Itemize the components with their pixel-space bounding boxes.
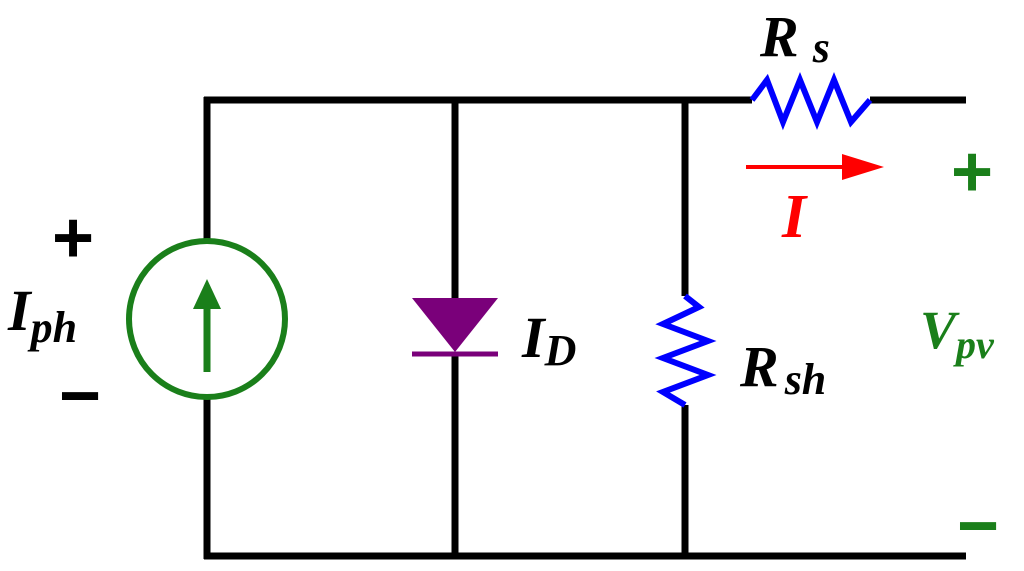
diode-triangle-icon bbox=[412, 298, 498, 352]
voltage-plus-sign: + bbox=[951, 132, 993, 212]
voltage-minus-sign: − bbox=[957, 486, 999, 566]
diode bbox=[412, 298, 498, 357]
pv-voltage-sub: pv bbox=[953, 322, 995, 367]
current-source-circle bbox=[126, 238, 288, 400]
wires bbox=[203, 96, 966, 560]
source-plus-sign: + bbox=[52, 198, 94, 278]
output-current-arrow bbox=[746, 154, 884, 180]
current-arrow-head-icon bbox=[842, 154, 884, 180]
shunt-resistor-zigzag-icon bbox=[654, 293, 717, 408]
shunt-resistance-sub: sh bbox=[784, 355, 827, 404]
pv-voltage-label: Vpv bbox=[920, 300, 995, 367]
series-resistance-sub: s bbox=[812, 23, 830, 72]
diode-current-main: I bbox=[521, 305, 547, 370]
diode-current-sub: D bbox=[544, 326, 577, 375]
series-resistance-main: R bbox=[759, 4, 799, 69]
source-minus-sign: − bbox=[59, 356, 101, 436]
series-resistor-zigzag-icon bbox=[749, 72, 873, 131]
source-current-label: Iph bbox=[7, 278, 77, 352]
source-current-main: I bbox=[7, 278, 33, 343]
current-source-arrow-head-icon bbox=[193, 279, 221, 309]
output-current-label: I bbox=[781, 183, 808, 251]
diode-current-label: ID bbox=[521, 305, 576, 375]
shunt-resistance-main: R bbox=[739, 334, 779, 399]
pv-voltage-main: V bbox=[920, 300, 960, 360]
current-source bbox=[126, 238, 288, 400]
source-current-sub: ph bbox=[27, 303, 77, 352]
